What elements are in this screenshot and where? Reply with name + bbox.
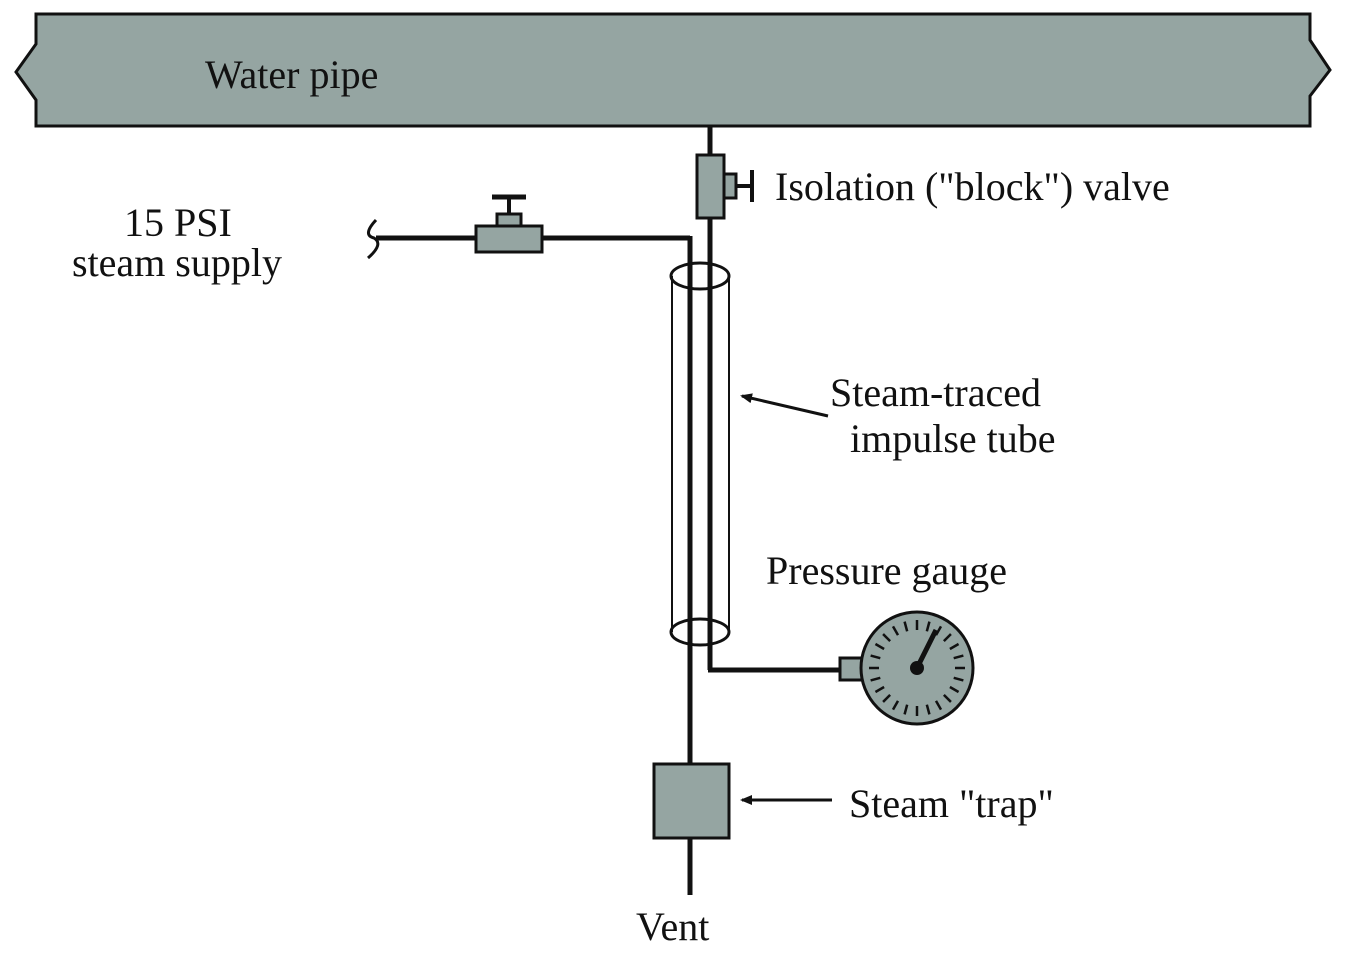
steam-trap <box>652 762 731 895</box>
gauge-tick <box>903 704 909 715</box>
impulse-tube-label-line1: Steam-traced <box>830 370 1041 415</box>
steam-trap-label: Steam "trap" <box>849 781 1054 826</box>
gauge-tick <box>942 693 952 703</box>
gauge-tick <box>891 625 900 636</box>
water-pipe-label: Water pipe <box>205 52 378 97</box>
gauge-tick <box>925 704 931 715</box>
gauge-tick <box>870 676 881 682</box>
pressure-gauge <box>838 610 975 726</box>
gauge-tick <box>949 685 960 694</box>
gauge-tick <box>882 693 892 703</box>
gauge-tick <box>882 633 892 643</box>
isolation-valve-label: Isolation ("block") valve <box>775 164 1170 209</box>
steam-supply-label-line1: 15 PSI <box>124 200 232 245</box>
gauge-tick <box>949 642 960 651</box>
impulse-line <box>707 126 842 673</box>
gauge-tick <box>903 621 909 632</box>
gauge-tick <box>942 633 952 643</box>
gauge-tick <box>925 621 931 632</box>
gauge-tick <box>874 642 885 651</box>
impulse-tube-label-line2: impulse tube <box>850 416 1056 461</box>
gauge-tick <box>953 676 964 682</box>
steam-supply-label-line2: steam supply <box>72 240 282 285</box>
steam-supply-valve[interactable] <box>474 194 544 254</box>
isolation-valve[interactable] <box>695 153 754 220</box>
gauge-tick <box>870 654 881 660</box>
pressure-gauge-label: Pressure gauge <box>766 548 1007 593</box>
impulse-tube-arrow <box>740 393 829 418</box>
gauge-tick <box>874 685 885 694</box>
gauge-tick <box>891 700 900 711</box>
gauge-tick <box>934 700 943 711</box>
vent-label: Vent <box>636 904 709 949</box>
gauge-needle <box>914 628 939 670</box>
water-pipe <box>14 12 1332 128</box>
steam-tracing-jacket <box>669 261 731 647</box>
steam-supply-line <box>367 218 693 764</box>
gauge-tick <box>953 654 964 660</box>
